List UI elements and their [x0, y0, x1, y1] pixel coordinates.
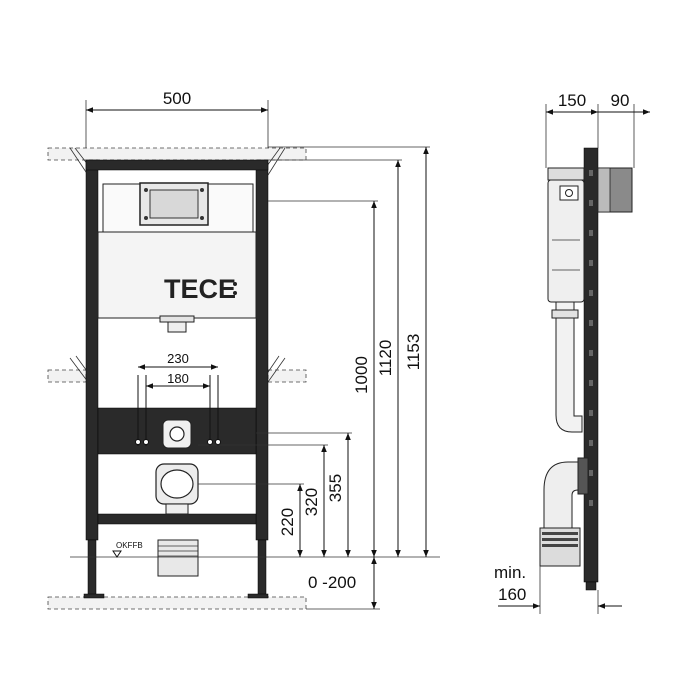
dim-depth-frame: 150 [558, 91, 586, 110]
ceiling-band [47, 147, 307, 161]
brand-label: TECE [164, 274, 236, 304]
drain-pipe [165, 503, 189, 515]
front-view: TECE OKFFB [47, 89, 440, 610]
drain-outlet [157, 539, 199, 577]
dim-flush-plate: 1000 [352, 356, 371, 394]
side-drain-ribs [542, 532, 578, 547]
dim-drain-height: 220 [278, 508, 297, 536]
dim-upper-fixing: 1120 [376, 340, 395, 377]
bolt-head-icon [135, 439, 141, 445]
valve-icon [565, 189, 573, 197]
bolt-head-icon [207, 439, 213, 445]
screw-icon [200, 216, 204, 220]
frame-top-rail [85, 159, 269, 171]
flush-plate-inner [149, 189, 199, 219]
screw-icon [144, 188, 148, 192]
brand-dot-icon [233, 291, 237, 295]
floor-level-label: OKFFB [116, 541, 143, 550]
frame-upright-right [255, 159, 269, 541]
dim-inner-spacing: 180 [167, 371, 189, 386]
bolt-head-icon [143, 439, 149, 445]
side-foot [585, 581, 597, 591]
dim-support-height: 355 [326, 474, 345, 502]
screw-icon [144, 216, 148, 220]
floor-level-marker-icon [112, 550, 122, 558]
side-flush-pipe [555, 301, 583, 433]
frame-bottom-rail [97, 513, 257, 525]
side-cistern-valve [559, 185, 579, 201]
foot-pad-left [83, 593, 105, 599]
foot-right [257, 539, 267, 598]
foot-pad-right [247, 593, 269, 599]
side-drain-clamp [577, 457, 589, 495]
side-frame-holes [589, 170, 593, 506]
flush-pipe-collar [159, 315, 195, 323]
dim-depth-cistern: 90 [611, 91, 630, 110]
side-flush-box-face [597, 167, 611, 213]
dim-outlet-center: 320 [302, 488, 321, 516]
mid-band-right [267, 369, 307, 383]
brand-dot-icon [233, 282, 237, 286]
dim-min-value: 160 [498, 585, 526, 604]
dim-foot-adjustment: 0 -200 [308, 573, 356, 592]
dim-frame-width: 500 [163, 89, 191, 108]
cistern-body [97, 231, 257, 319]
side-top-cap [547, 167, 585, 181]
floor-band [47, 596, 307, 610]
frame-upright-left [85, 159, 99, 541]
drain-opening [160, 469, 194, 499]
bolt-head-icon [215, 439, 221, 445]
side-pipe-collar [551, 309, 579, 319]
side-frame-profile [583, 147, 599, 583]
dim-outer-spacing: 230 [167, 351, 189, 366]
dim-min-label: min. [494, 563, 526, 582]
foot-left [87, 539, 97, 598]
drain-outlet-ribs [158, 545, 198, 557]
supply-connection-icon [169, 426, 185, 442]
dim-total-height: 1153 [404, 334, 423, 371]
screw-icon [200, 188, 204, 192]
side-view: 150 90 min. 160 [494, 91, 650, 614]
